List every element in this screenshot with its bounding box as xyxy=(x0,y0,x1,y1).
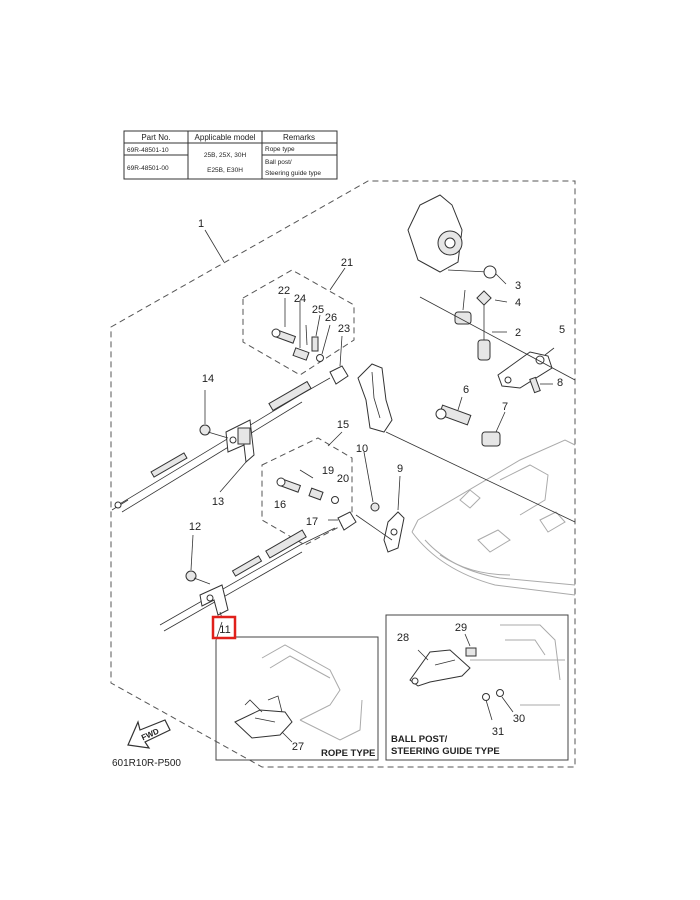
callout-23: 23 xyxy=(338,323,350,335)
callout-24: 24 xyxy=(294,293,306,305)
table-cell-model-2: E25B, E30H xyxy=(207,167,243,174)
group-21-outline xyxy=(242,269,355,376)
ball-post-caption-line2: STEERING GUIDE TYPE xyxy=(391,746,500,757)
table-cell-part-no-2: 69R-48501-00 xyxy=(127,165,169,172)
callout-14: 14 xyxy=(202,373,214,385)
callout-20: 20 xyxy=(337,473,349,485)
table-header-model: Applicable model xyxy=(195,133,256,142)
throttle-cable xyxy=(111,377,331,513)
table-cell-remarks-1: Rope type xyxy=(265,146,295,153)
bolt-collar-6-7 xyxy=(435,396,506,447)
callout-11-highlight xyxy=(211,615,237,640)
assembly-outline xyxy=(110,180,576,768)
bottom-cowling-outline xyxy=(411,439,576,596)
fwd-arrow-icon: FWD xyxy=(127,719,171,749)
callout-17: 17 xyxy=(306,516,318,528)
callout-12: 12 xyxy=(189,521,201,533)
bolt-12 xyxy=(185,534,211,585)
callout-1: 1 xyxy=(198,218,204,230)
callout-22: 22 xyxy=(278,285,290,297)
bolt-14 xyxy=(199,390,229,439)
leader-1 xyxy=(204,229,225,263)
cable-bracket-13 xyxy=(219,419,255,493)
table-cell-model-1: 25B, 25X, 30H xyxy=(204,152,247,159)
callout-19: 19 xyxy=(322,465,334,477)
throttle-cam-assembly xyxy=(407,194,576,394)
callout-6: 6 xyxy=(463,384,469,396)
cable-bracket-11 xyxy=(199,584,229,619)
rope-type-inset: ROPE TYPE xyxy=(215,621,379,761)
ball-post-inset: BALL POST/ STEERING GUIDE TYPE xyxy=(385,614,569,761)
applicability-table: Part No. Applicable model Remarks 69R-48… xyxy=(123,130,338,180)
callout-30: 30 xyxy=(513,713,525,725)
rope-type-caption: ROPE TYPE xyxy=(321,748,375,759)
link-lever-9-10 xyxy=(355,363,576,553)
callout-27: 27 xyxy=(292,741,304,753)
table-header-part-no: Part No. xyxy=(141,133,170,142)
callout-2: 2 xyxy=(515,327,521,339)
callout-11: 11 xyxy=(219,624,230,636)
leader-21 xyxy=(329,267,346,291)
callout-3: 3 xyxy=(515,280,521,292)
callout-13: 13 xyxy=(212,496,224,508)
callout-9: 9 xyxy=(397,463,403,475)
table-cell-remarks-2b: Steering guide type xyxy=(265,170,321,177)
callout-16: 16 xyxy=(274,499,286,511)
callout-4: 4 xyxy=(515,297,521,309)
callout-8: 8 xyxy=(557,377,563,389)
callout-28: 28 xyxy=(397,632,409,644)
callout-5: 5 xyxy=(559,324,565,336)
table-cell-part-no-1: 69R-48501-10 xyxy=(127,147,169,154)
callout-10: 10 xyxy=(356,443,368,455)
leader-15 xyxy=(327,431,343,447)
callout-31: 31 xyxy=(492,726,504,738)
table-header-remarks: Remarks xyxy=(283,133,315,142)
group-15-outline xyxy=(261,437,353,546)
group-15-parts xyxy=(276,469,357,531)
callout-15: 15 xyxy=(337,419,349,431)
table-cell-remarks-2a: Ball post/ xyxy=(265,159,292,166)
callout-21: 21 xyxy=(341,257,353,269)
callout-7: 7 xyxy=(502,401,508,413)
callout-25: 25 xyxy=(312,304,324,316)
callout-26: 26 xyxy=(325,312,337,324)
diagram-code: 601R10R-P500 xyxy=(112,758,181,769)
callout-29: 29 xyxy=(455,622,467,634)
group-21-parts xyxy=(271,298,349,385)
callout-labels: 1 2 3 4 5 6 7 8 9 10 11 12 13 14 15 16 1… xyxy=(189,218,565,753)
ball-post-caption-line1: BALL POST/ xyxy=(391,734,448,745)
